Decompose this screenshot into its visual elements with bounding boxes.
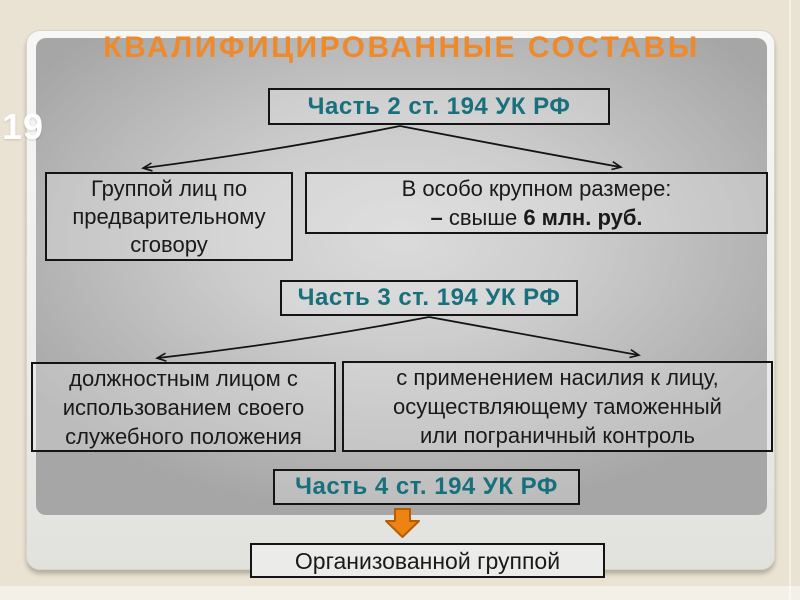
part3-official-line: служебного положения [65,423,302,449]
organized-group-label: Организованной группой [294,547,561,574]
organized-group-box: Организованной группой [250,543,605,578]
dash: – [430,205,449,230]
part4-heading-label: Часть 4 ст. 194 УК РФ [295,473,558,500]
part3-violence-line: или пограничный контроль [419,423,696,448]
part4-heading-box: Часть 4 ст. 194 УК РФ [273,469,580,505]
amount-text: свыше [448,205,524,230]
slide-title: КВАЛИФИЦИРОВАННЫЕ СОСТАВЫ [103,31,700,64]
part3-violence-line: осуществляющему таможенный [393,394,722,419]
part3-violence-box: с применением насилия к лицу, осуществля… [342,361,773,452]
part2-group-line: предварительному [72,203,266,229]
part2-group-line: сговору [130,231,208,257]
right-edge-highlight [789,0,791,600]
part3-official-line: должностным лицом с [69,365,298,391]
part3-heading-box: Часть 3 ст. 194 УК РФ [280,280,578,316]
part2-amount-box: В особо крупном размере: – свыше 6 млн. … [305,172,768,234]
part3-violence-line: с применением насилия к лицу, [396,365,719,390]
slide-number: 19 [2,106,45,147]
part3-official-line: использованием своего [62,394,305,420]
part3-heading-label: Часть 3 ст. 194 УК РФ [297,284,561,311]
amount-value: 6 млн. руб. [523,205,643,230]
part2-amount-line2: – свыше 6 млн. руб. [307,203,766,232]
part2-group-line: Группой лиц по [90,175,248,201]
part2-group-box: Группой лиц по предварительному сговору [45,172,293,261]
bottom-edge-strip [0,586,800,600]
part2-heading-box: Часть 2 ст. 194 УК РФ [268,88,610,125]
part2-amount-line1: В особо крупном размере: [401,176,672,201]
part3-official-box: должностным лицом с использованием своег… [31,362,336,452]
part2-heading-label: Часть 2 ст. 194 УК РФ [307,92,571,120]
content-panel [36,38,767,515]
